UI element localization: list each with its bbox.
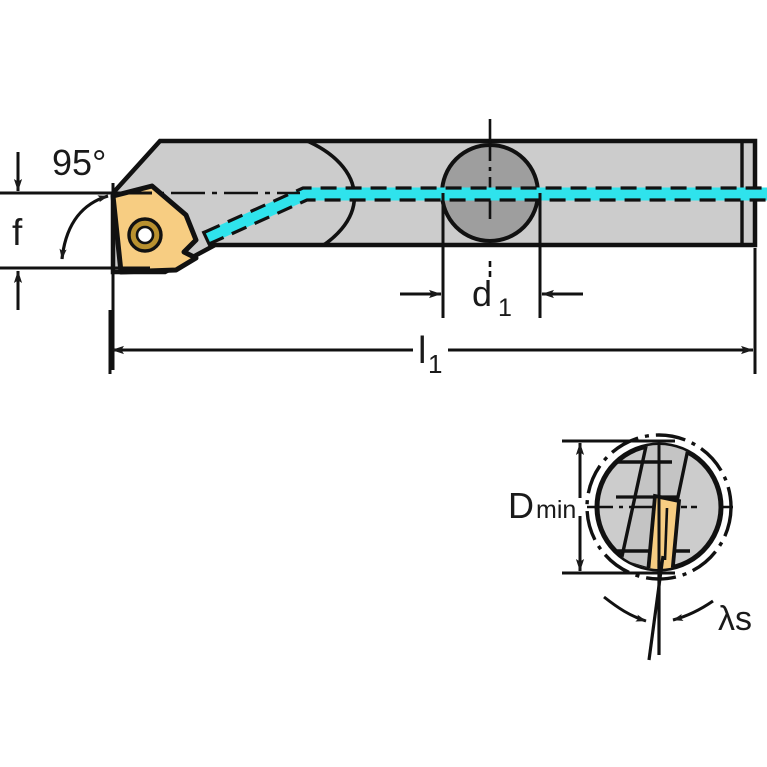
dimension-d1: d 1: [400, 193, 583, 322]
f-label: f: [12, 212, 23, 253]
lambda-arrow-right: [672, 599, 714, 622]
l1-label-subscript: 1: [428, 349, 442, 379]
angle-arc-arrow: [59, 194, 109, 260]
l1-label: l: [418, 330, 426, 372]
side-view-tool-body: [110, 138, 758, 275]
lambda-s-label: λs: [718, 600, 752, 638]
dimension-angle-95: 95°: [52, 142, 115, 370]
dimension-f: f: [0, 152, 152, 310]
coolant-channel: [201, 186, 767, 247]
end-view-internal-geometry: [597, 445, 690, 569]
coolant-path-fill: [204, 187, 767, 244]
insert-screw-hole: [135, 225, 155, 245]
coolant-hidden-line-top: [204, 186, 767, 234]
end-view-insert: [645, 493, 682, 569]
tool-body-outline: [110, 138, 758, 275]
dmin-label-subscript: min: [536, 496, 576, 524]
dimension-l1: l 1: [108, 248, 757, 379]
lambda-arrow-left: [603, 595, 647, 623]
lambda-angled-line: [647, 555, 665, 661]
coolant-hidden-line-bottom: [208, 198, 767, 246]
d1-label-subscript: 1: [498, 294, 512, 322]
end-view-insert-slot: [663, 507, 669, 561]
cutting-insert: [110, 183, 199, 275]
d1-label: d: [472, 273, 492, 314]
angle-95-label: 95°: [52, 142, 106, 183]
end-view: D min λs: [508, 433, 752, 661]
coolant-outlet-cap: [201, 230, 212, 247]
dmin-label: D: [508, 485, 534, 526]
dimension-dmin: D min: [508, 439, 675, 575]
dimension-lambda-s: λs: [603, 555, 752, 661]
